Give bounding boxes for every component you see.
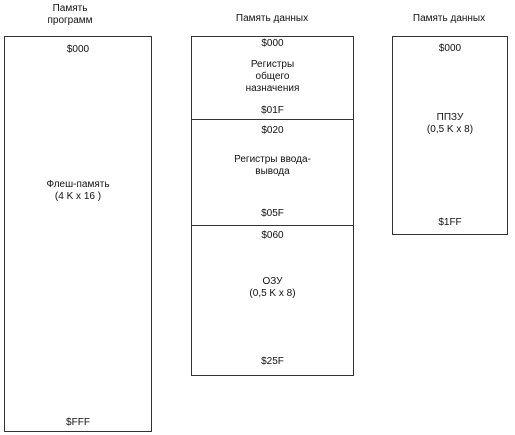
flash-memory-block: $000 Флеш-память (4 K x 16 ) $FFF <box>4 36 152 432</box>
flash-start-address: $000 <box>66 44 90 55</box>
general-registers-start-address: $000 <box>261 38 284 49</box>
io-registers-start-address: $020 <box>261 125 284 136</box>
ram-end-address: $25F <box>261 356 284 367</box>
data-memory-block: $000 Регистры общего назначения $01F $02… <box>191 36 354 376</box>
general-registers-end-address: $01F <box>261 105 284 116</box>
ram-label: ОЗУ (0,5 K x 8) <box>249 276 296 299</box>
eeprom-memory-heading: Память данных <box>412 13 486 24</box>
ram-segment: $060 ОЗУ (0,5 K x 8) $25F <box>192 225 353 375</box>
flash-end-address: $FFF <box>66 417 90 428</box>
flash-memory-label: Флеш-память (4 K x 16 ) <box>46 179 110 202</box>
ram-start-address: $060 <box>261 230 284 241</box>
io-registers-end-address: $05F <box>261 208 284 219</box>
eeprom-end-address: $1FF <box>438 217 462 228</box>
eeprom-start-address: $000 <box>438 43 462 54</box>
io-registers-segment: $020 Регистры ввода- вывода $05F <box>192 119 353 225</box>
eeprom-label: ППЗУ (0,5 K x 8) <box>426 112 474 135</box>
eeprom-block: $000 ППЗУ (0,5 K x 8) $1FF <box>392 36 508 235</box>
program-memory-heading: Память программ <box>47 3 93 26</box>
io-registers-label: Регистры ввода- вывода <box>234 154 311 177</box>
general-registers-segment: $000 Регистры общего назначения $01F <box>192 37 353 119</box>
data-memory-heading: Память данных <box>235 13 309 24</box>
general-registers-label: Регистры общего назначения <box>245 59 300 94</box>
